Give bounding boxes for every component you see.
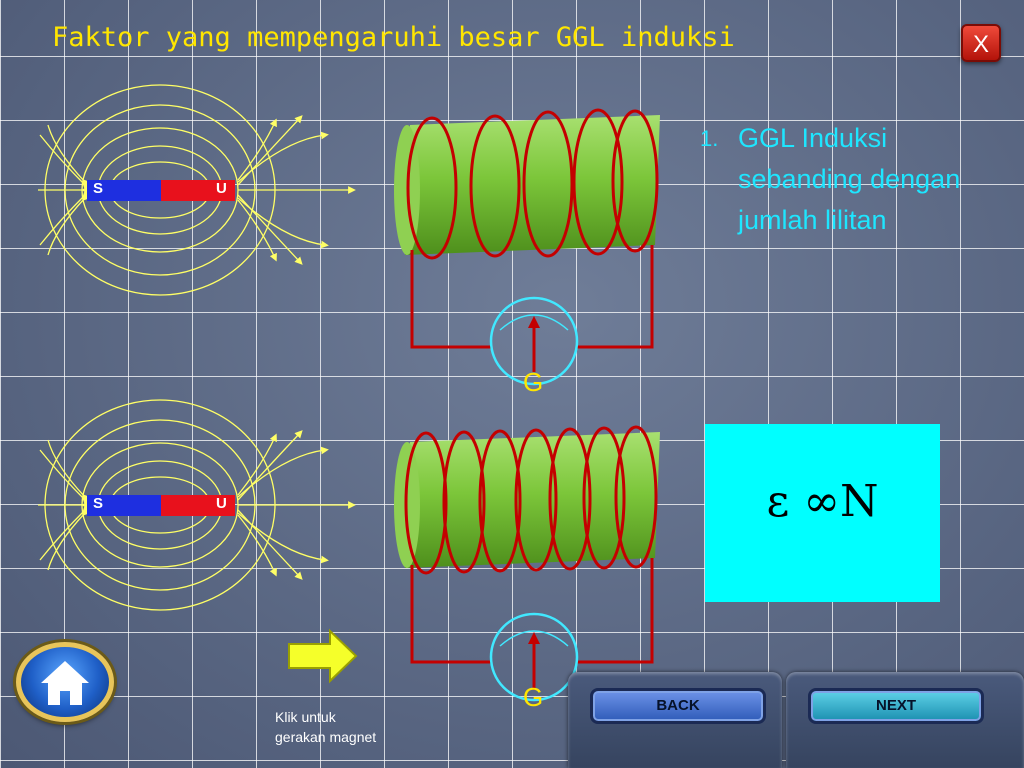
close-button[interactable]: X: [961, 24, 1001, 62]
move-magnet-hint: Klik untuk gerakan magnet: [275, 707, 415, 747]
solenoid-top: [394, 108, 660, 386]
right-arrow-icon[interactable]: [286, 628, 360, 684]
formula: ε ∞N: [766, 476, 879, 527]
statement-text: GGL Induksi sebanding dengan jumlah lili…: [738, 123, 961, 235]
next-panel: NEXT: [786, 672, 1024, 768]
galvanometer-icon: [489, 612, 579, 702]
induction-illustration: [0, 0, 660, 702]
hint-line: Klik untuk: [275, 709, 336, 725]
galvanometer-label: G: [523, 682, 544, 712]
solenoid-bottom: [394, 425, 660, 702]
magnet-south-label: S: [93, 495, 104, 512]
next-button[interactable]: NEXT: [808, 688, 984, 724]
formula-box: ε ∞N: [705, 424, 940, 602]
statement-number: 1.: [700, 126, 719, 151]
galvanometer-label: G: [523, 367, 544, 397]
magnet-north-label: U: [216, 495, 227, 512]
back-button[interactable]: BACK: [590, 688, 766, 724]
home-icon: [41, 661, 89, 705]
magnet-north-label: U: [216, 180, 227, 197]
magnet-south-label: S: [93, 180, 104, 197]
page-title: Faktor yang mempengaruhi besar GGL induk…: [52, 22, 735, 53]
hint-line: gerakan magnet: [275, 729, 377, 745]
galvanometer-icon: [489, 296, 579, 386]
close-icon: X: [972, 31, 989, 58]
back-panel: BACK: [568, 672, 782, 768]
bar-magnet-top: [38, 85, 352, 295]
home-button[interactable]: [16, 642, 114, 722]
bar-magnet-bottom: [38, 400, 352, 610]
